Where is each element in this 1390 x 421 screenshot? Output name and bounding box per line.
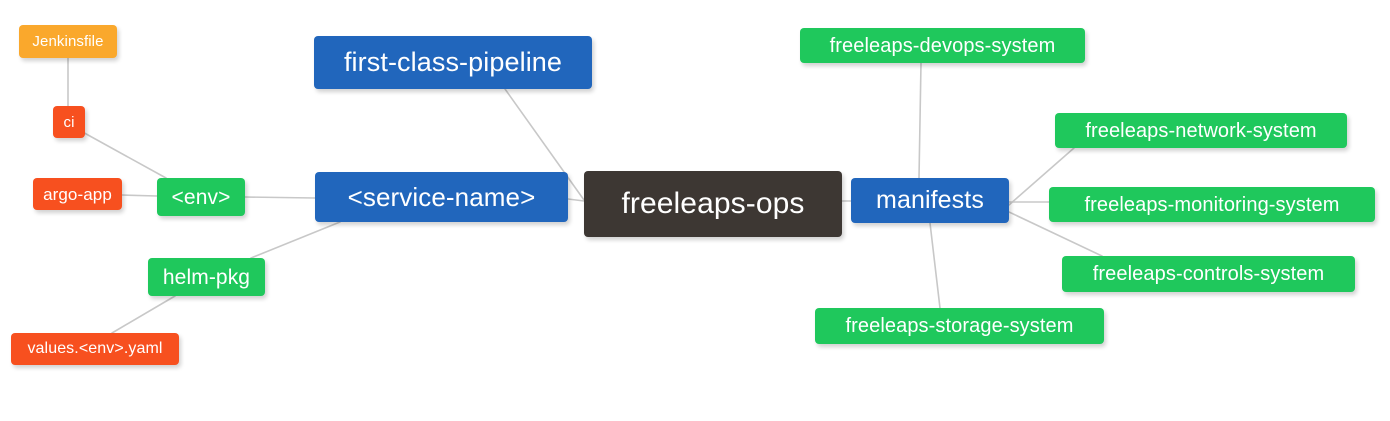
node-ci[interactable]: ci	[53, 106, 85, 138]
edge-service-name-to-helm-pkg	[250, 221, 341, 259]
node-freeleaps-storage-system[interactable]: freeleaps-storage-system	[815, 308, 1104, 344]
node-argo-app[interactable]: argo-app	[33, 178, 122, 210]
node-helm-pkg[interactable]: helm-pkg	[148, 258, 265, 296]
node-freeleaps-controls-system[interactable]: freeleaps-controls-system	[1062, 256, 1355, 292]
node-freeleaps-monitoring-system[interactable]: freeleaps-monitoring-system	[1049, 187, 1375, 222]
node-freeleaps-network-system[interactable]: freeleaps-network-system	[1055, 113, 1347, 148]
node-values-yaml[interactable]: values.<env>.yaml	[11, 333, 179, 365]
edge-manifests-to-freeleaps-devops-system	[918, 62, 922, 179]
edge-freeleaps-ops-to-service-name	[567, 198, 585, 202]
node-jenkinsfile[interactable]: Jenkinsfile	[19, 25, 117, 58]
node-env[interactable]: <env>	[157, 178, 245, 216]
edge-manifests-to-freeleaps-storage-system	[929, 222, 941, 309]
node-freeleaps-ops[interactable]: freeleaps-ops	[584, 171, 842, 237]
edge-env-to-argo-app	[121, 194, 158, 197]
edge-env-to-ci	[78, 129, 167, 179]
node-manifests[interactable]: manifests	[851, 178, 1009, 223]
edge-helm-pkg-to-values-yaml	[111, 295, 176, 334]
node-freeleaps-devops-system[interactable]: freeleaps-devops-system	[800, 28, 1085, 63]
edge-service-name-to-env	[244, 196, 316, 199]
node-first-class-pipeline[interactable]: first-class-pipeline	[314, 36, 592, 89]
node-service-name[interactable]: <service-name>	[315, 172, 568, 222]
